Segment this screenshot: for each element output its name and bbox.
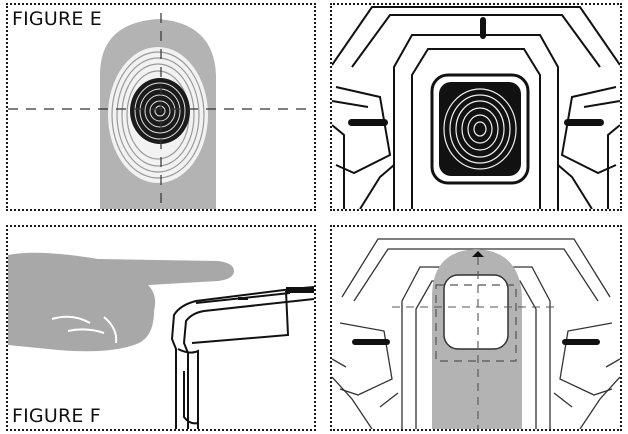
finger-on-sensor-icon: [332, 227, 620, 429]
device-side-icon: [8, 227, 314, 429]
fingertip-print-icon: [8, 5, 314, 209]
figure-e-fingertip-panel: FIGURE E: [6, 3, 316, 211]
figure-f-label: FIGURE F: [12, 405, 101, 427]
figure-f-hand-panel: FIGURE F: [6, 225, 316, 431]
finger-on-sensor-panel: [330, 225, 622, 431]
figure-e-label: FIGURE E: [12, 8, 102, 30]
sensor-top-view-panel: [330, 3, 622, 211]
fingerprint-sensor-icon: [332, 5, 620, 209]
